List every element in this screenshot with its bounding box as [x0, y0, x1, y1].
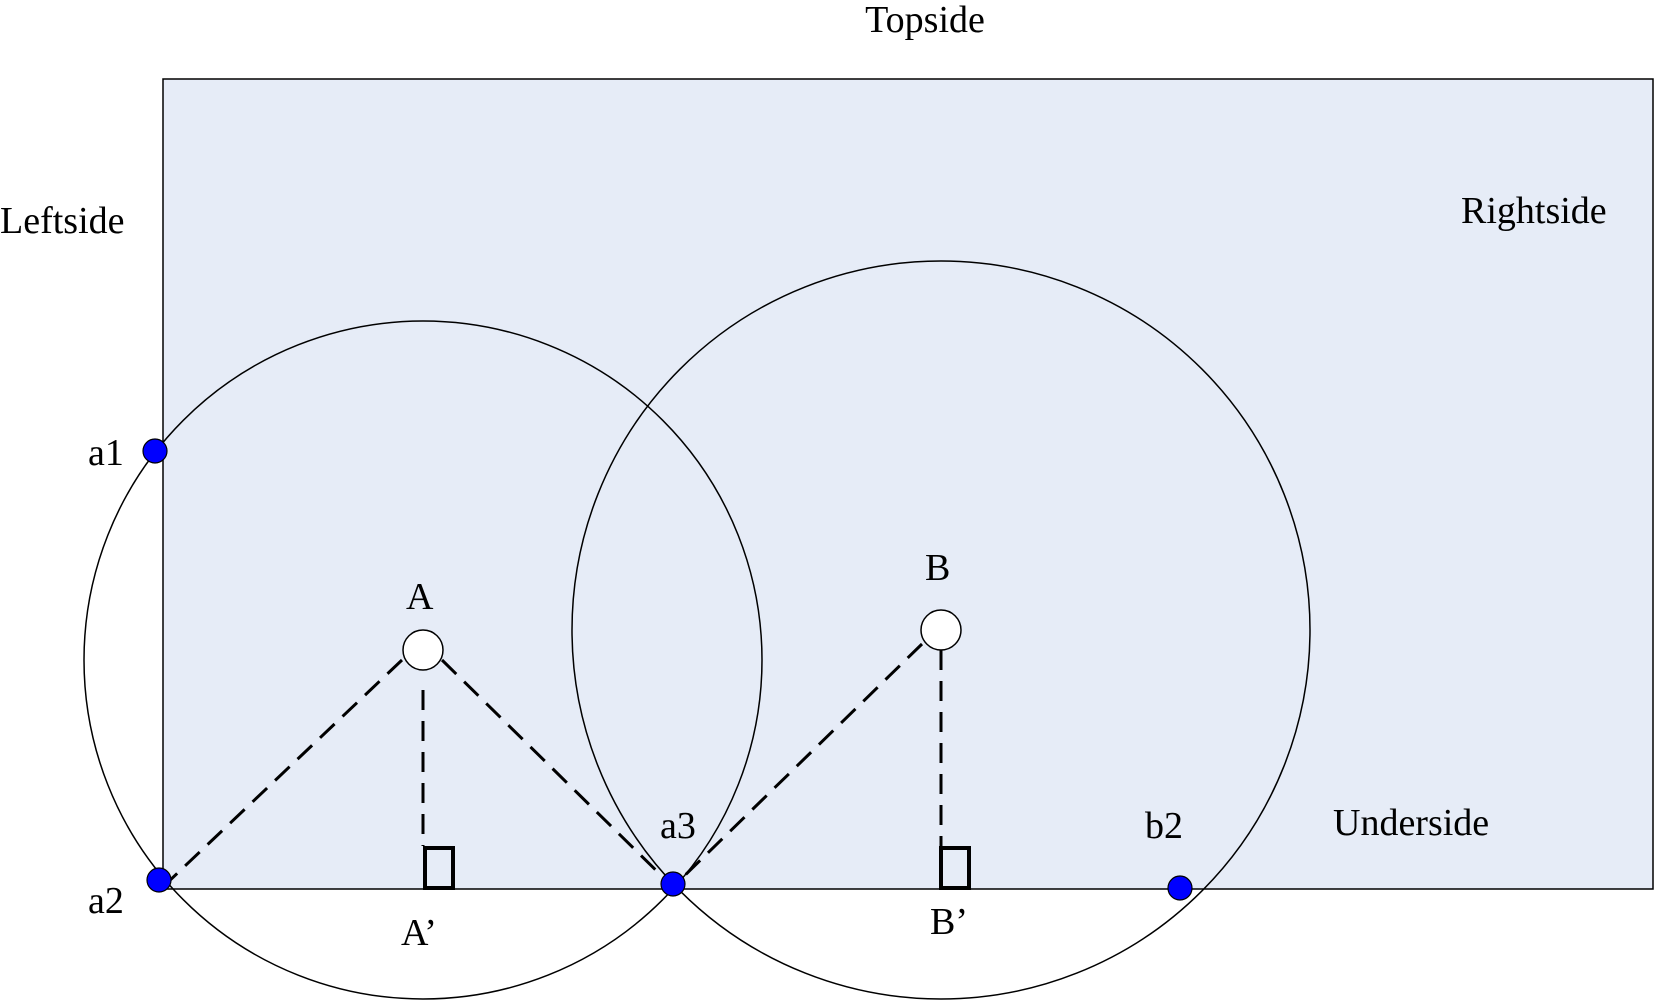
label-rightside: Rightside	[1461, 190, 1607, 232]
label-a2: a2	[88, 880, 124, 922]
anchor-a2	[146, 867, 172, 893]
label-node-a: A	[406, 576, 434, 618]
right-angle-marker-a	[423, 846, 455, 890]
label-b2: b2	[1145, 805, 1183, 847]
node-b	[920, 609, 962, 651]
label-topside: Topside	[865, 0, 985, 41]
anchor-a3	[660, 871, 686, 897]
dashed-line-a-a3	[440, 658, 672, 886]
node-a	[402, 629, 444, 671]
field-region	[162, 78, 1654, 890]
dashed-line-b-a3	[674, 642, 924, 886]
label-a3: a3	[660, 805, 696, 847]
label-projection-b: B’	[930, 901, 968, 943]
label-a1: a1	[88, 432, 124, 474]
label-leftside: Leftside	[0, 200, 125, 242]
right-angle-marker-b	[939, 846, 971, 890]
anchor-b2	[1167, 875, 1193, 901]
range-circle-b	[571, 260, 1311, 1000]
dashed-line-a-a2	[164, 658, 404, 886]
label-node-b: B	[925, 547, 950, 589]
label-underside: Underside	[1333, 802, 1489, 844]
label-projection-a: A’	[401, 912, 437, 954]
anchor-a1	[142, 438, 168, 464]
range-circle-a	[83, 320, 763, 1000]
